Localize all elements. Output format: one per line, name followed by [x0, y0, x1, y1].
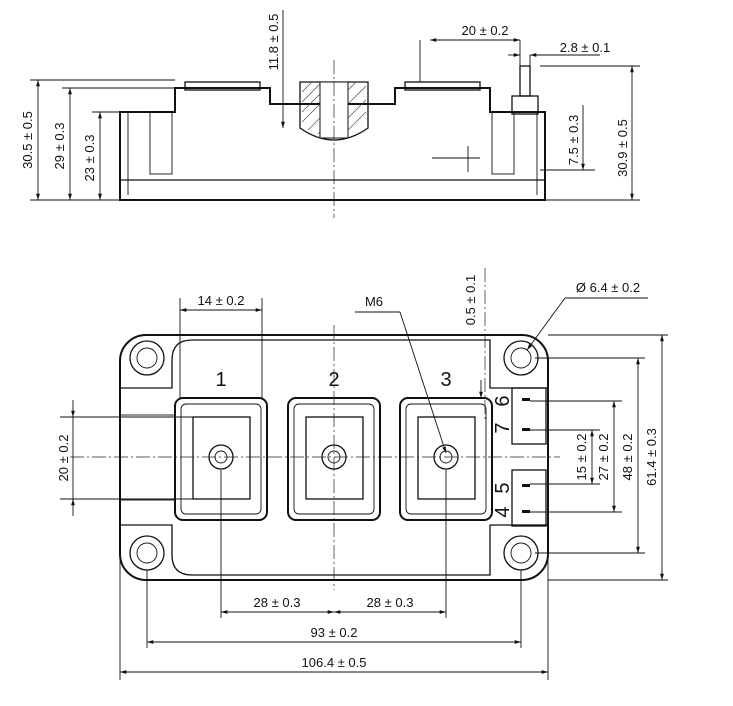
dim-pin-offset: 0.5 ± 0.1	[463, 275, 478, 326]
dim-terminal-pad-width: 14 ± 0.2	[198, 293, 245, 308]
dim-mount-pitch-93: 93 ± 0.2	[311, 625, 358, 640]
mount-hole-tr	[503, 340, 539, 376]
mount-hole-br	[503, 535, 539, 571]
dim-nut-depth: 11.8 ± 0.5	[266, 14, 281, 71]
dim-terminal-width: 20 ± 0.2	[462, 23, 509, 38]
dim-pin-height: 7.5 ± 0.3	[566, 115, 581, 166]
dim-overall-width: 61.4 ± 0.3	[644, 428, 659, 486]
pin-housing-lower	[511, 469, 547, 527]
side-body-outline	[119, 87, 546, 201]
dim-terminal-height: 20 ± 0.2	[56, 435, 71, 482]
dim-terminal-pitch-1: 28 ± 0.3	[254, 595, 301, 610]
dim-overall-height: 30.5 ± 0.5	[20, 111, 35, 169]
dim-mount-pitch-48: 48 ± 0.2	[620, 434, 635, 481]
pin-housing-upper	[511, 387, 547, 445]
side-terminal-1-top	[184, 81, 261, 91]
side-signal-pin	[519, 65, 531, 97]
thread-label: M6	[365, 294, 383, 309]
dim-overall-length: 106.4 ± 0.5	[302, 655, 367, 670]
mount-hole-tl	[129, 340, 165, 376]
dim-pin-width: 2.8 ± 0.1	[560, 40, 611, 55]
dim-pin-total-height: 30.9 ± 0.5	[615, 119, 630, 177]
pin-number-7: 7	[492, 422, 514, 433]
pin-number-4: 4	[492, 506, 514, 517]
side-right-boss	[491, 111, 515, 175]
top-lower-ledge	[120, 524, 548, 576]
pin-number-6: 6	[492, 395, 514, 406]
mount-hole-bl	[129, 535, 165, 571]
dim-pin-pitch-27: 27 ± 0.2	[596, 434, 611, 481]
dim-body-height: 29 ± 0.3	[52, 123, 67, 170]
pin-number-5: 5	[492, 482, 514, 493]
terminal-number-1: 1	[215, 369, 226, 391]
dim-terminal-pitch-2: 28 ± 0.3	[367, 595, 414, 610]
dim-base-height: 23 ± 0.3	[82, 135, 97, 182]
side-terminal-3-top	[404, 81, 481, 91]
side-view: 30.5 ± 0.5 29 ± 0.3 23 ± 0.3 11.8 ± 0.5 …	[20, 10, 640, 218]
side-pin-housing	[511, 95, 539, 115]
top-left-recess	[119, 414, 176, 501]
side-left-boss	[149, 111, 173, 175]
dim-pin-pitch-15: 15 ± 0.2	[574, 434, 589, 481]
terminal-number-2: 2	[328, 369, 339, 391]
top-view: 1 2 3 6 7 5 4 M6 Ø 6.4 ± 0.2 0.5 ± 0.1 1…	[56, 268, 668, 680]
top-upper-ledge	[120, 339, 548, 389]
dim-hole-diameter: Ø 6.4 ± 0.2	[576, 280, 640, 295]
terminal-number-3: 3	[440, 369, 451, 391]
